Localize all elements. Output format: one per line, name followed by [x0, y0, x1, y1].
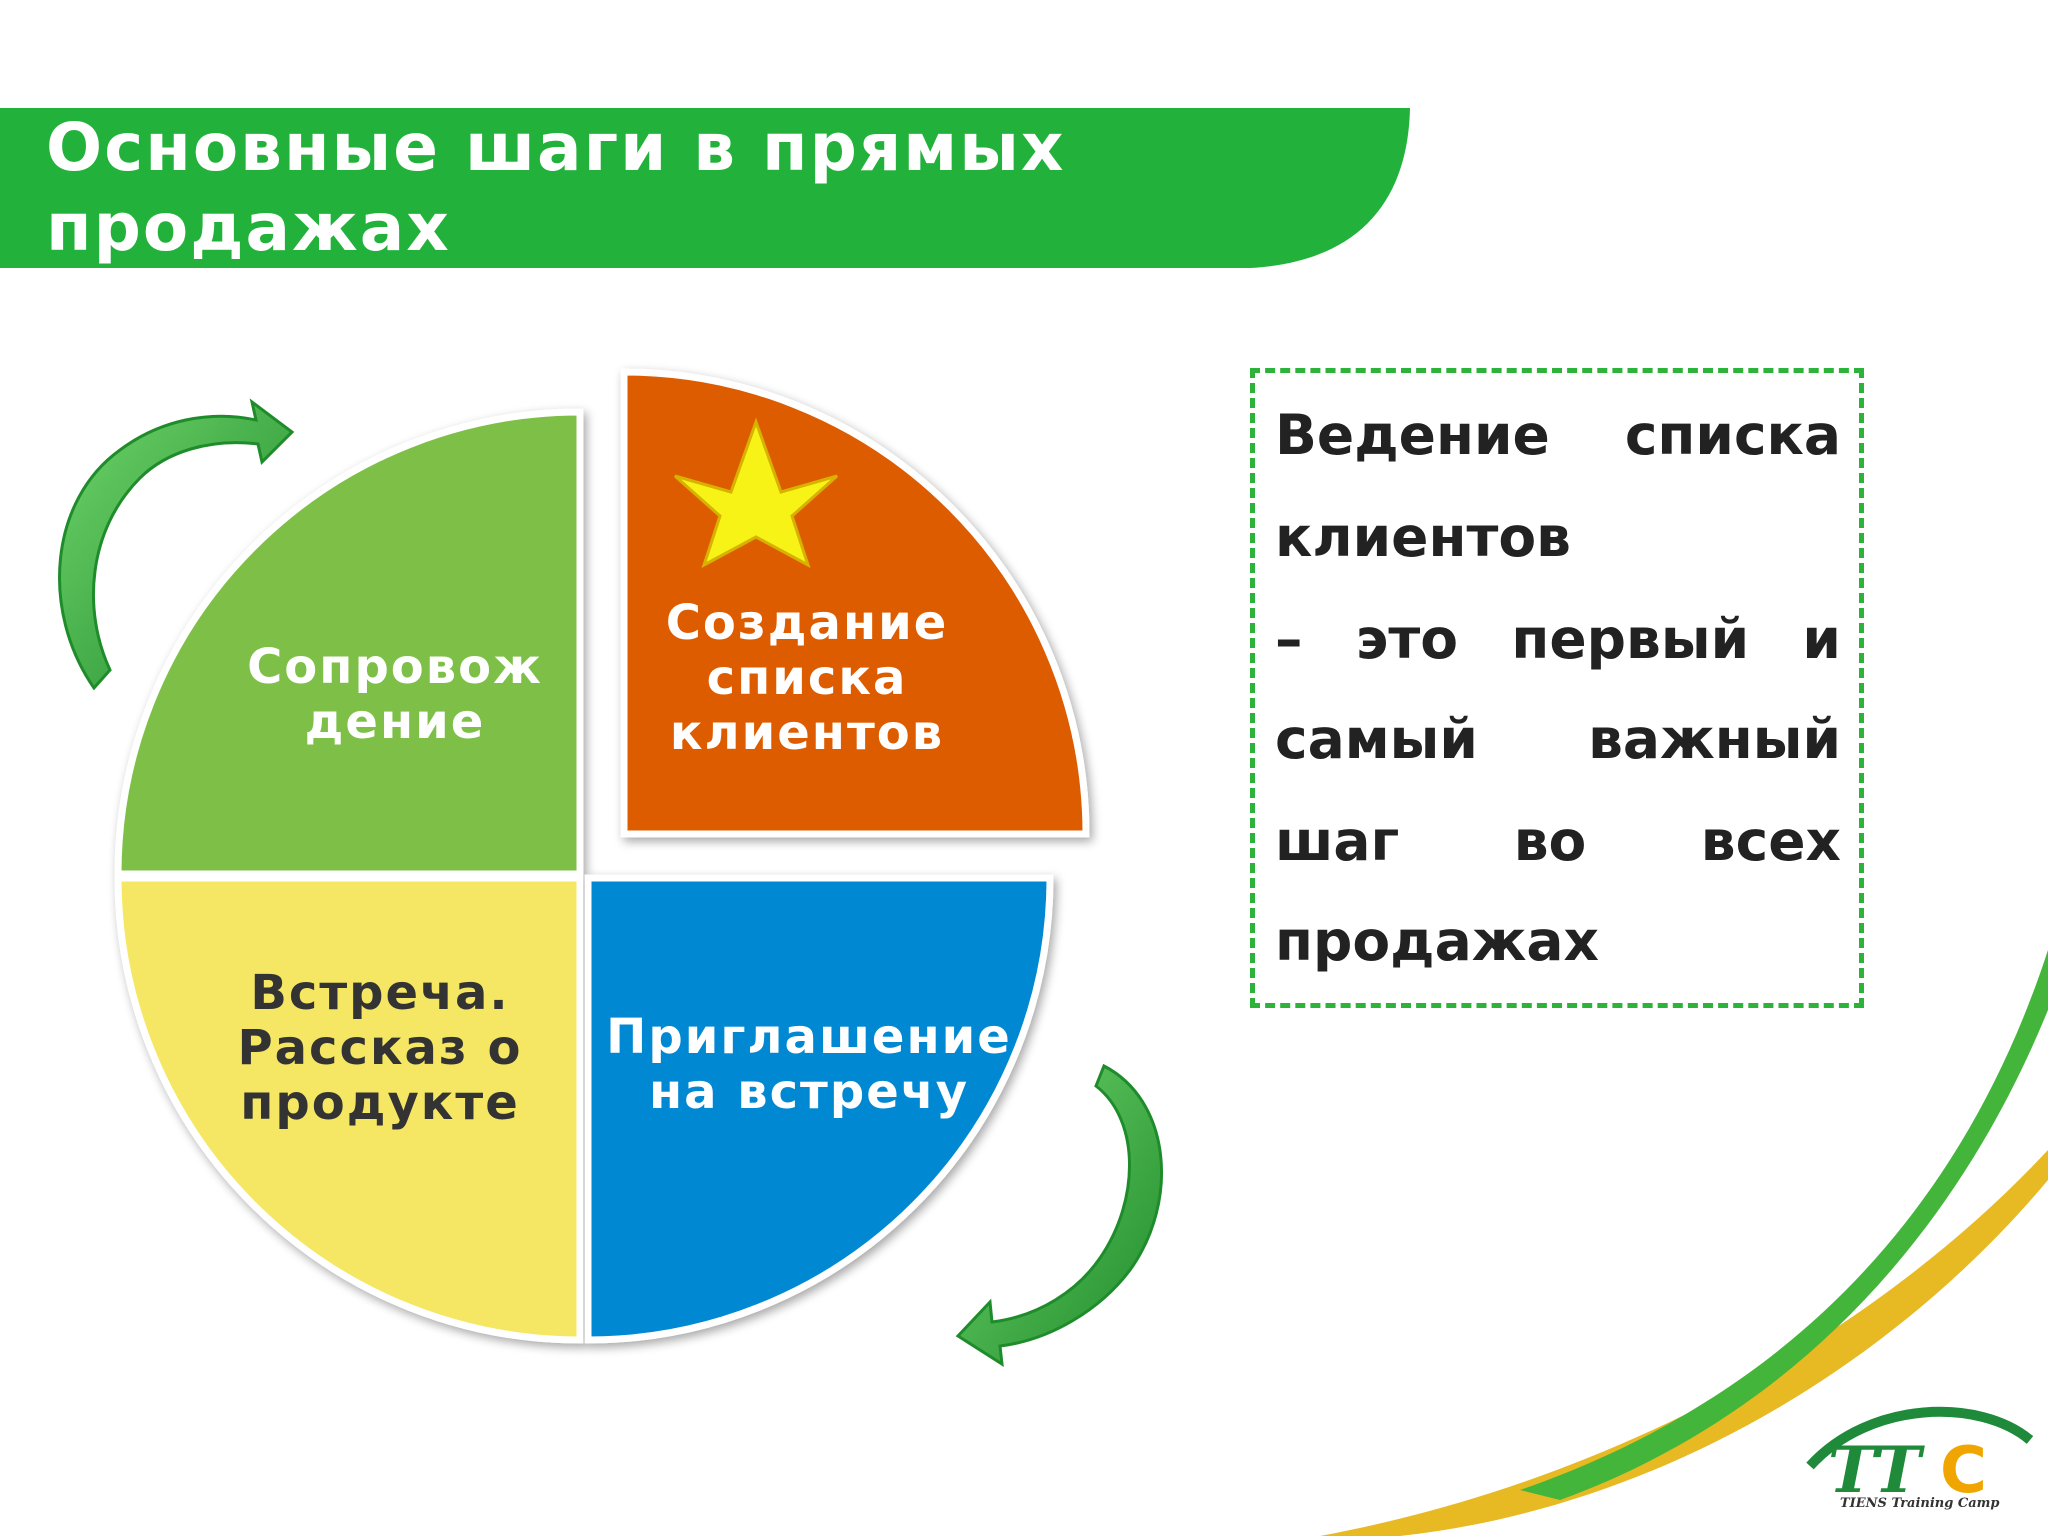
curved-arrow-bottom-right-icon	[955, 1063, 1164, 1367]
title-line-2: продажах	[46, 189, 451, 266]
note-line-4: самый важный	[1275, 707, 1841, 771]
note-line-6: продажах	[1275, 909, 1600, 973]
segment-meeting	[114, 874, 584, 1344]
label-invitation: Приглашение на встречу	[606, 1009, 1012, 1120]
label-create-list: Создание списка клиентов	[665, 595, 949, 761]
svg-text:C: C	[1940, 1434, 1987, 1508]
title-line-1: Основные шаги в прямых	[46, 109, 1066, 186]
label-meeting: Встреча. Рассказ о продукте	[237, 965, 523, 1131]
note-box: Ведение списка клиентов – это первый и с…	[1250, 368, 1864, 1008]
star-icon	[674, 417, 838, 569]
note-line-2: клиентов	[1275, 505, 1571, 569]
note-line-5: шаг во всех	[1275, 809, 1841, 873]
logo-icon: TT C	[1806, 1406, 2034, 1508]
segment-follow-up	[114, 408, 584, 878]
label-follow-up: Сопровож дение	[247, 639, 543, 750]
title-band	[0, 108, 1410, 268]
segment-invitation	[584, 874, 1054, 1344]
svg-text:TT: TT	[1828, 1433, 1925, 1508]
logo-caption: TIENS Training Camp	[1840, 1496, 2000, 1511]
note-line-1: Ведение списка	[1275, 403, 1841, 467]
note-line-3: – это первый и	[1275, 607, 1841, 671]
curved-arrow-top-left-icon	[58, 398, 295, 691]
slide-title: Основные шаги в прямых продажах	[46, 108, 1346, 268]
